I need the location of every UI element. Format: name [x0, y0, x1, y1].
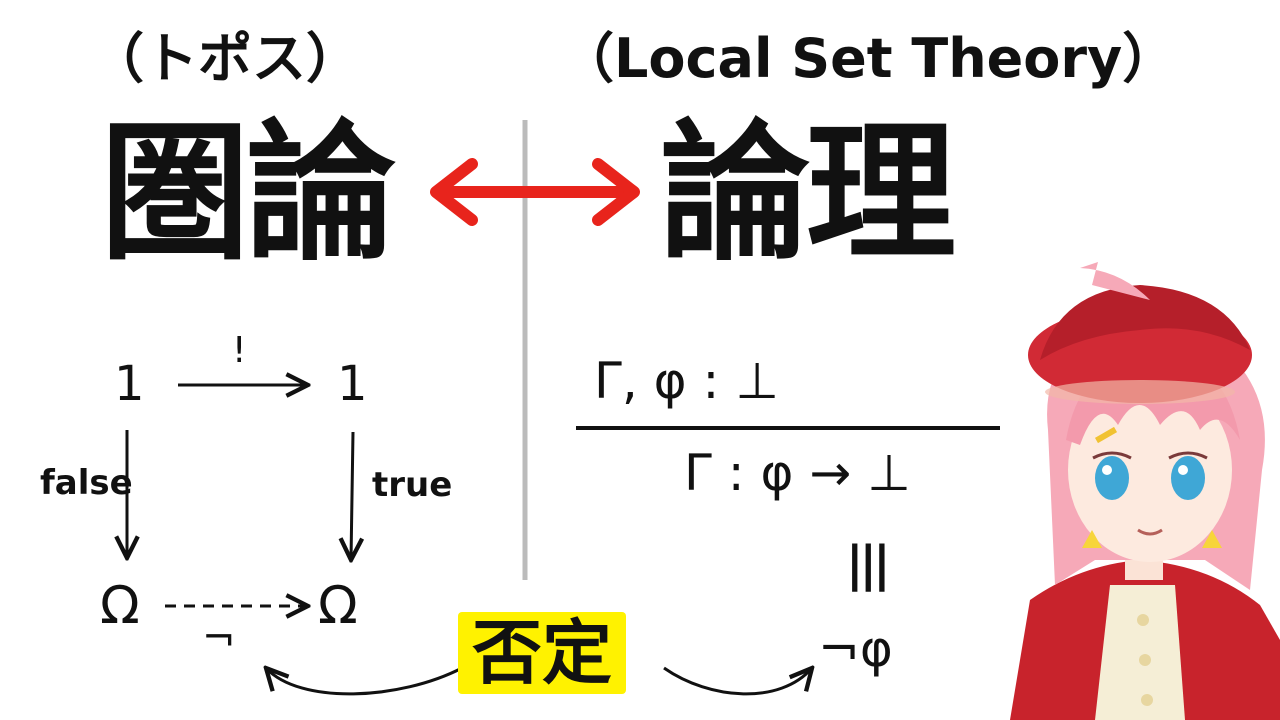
- negation-badge: 否定: [458, 612, 626, 694]
- character-illustration: [1010, 262, 1280, 720]
- bidirectional-red-arrow: [430, 158, 640, 226]
- label-left-arrow: false: [40, 463, 133, 503]
- right-heading: 論理: [660, 105, 956, 281]
- node-top-left: 1: [114, 356, 145, 412]
- rule-conclusion: Γ : φ → ⊥: [684, 444, 911, 502]
- node-bottom-left: Ω: [100, 576, 140, 636]
- label-top-arrow: !: [232, 330, 247, 371]
- curve-arrow-right: [663, 668, 812, 696]
- right-arrow: [351, 431, 353, 560]
- label-right-arrow: true: [372, 465, 453, 505]
- rule-equiv: |||: [846, 536, 891, 592]
- curve-arrow-left: [266, 668, 463, 696]
- rule-result: ¬φ: [818, 620, 893, 678]
- right-subtitle: （Local Set Theory）: [560, 27, 1177, 90]
- left-heading: 圏論: [100, 105, 396, 281]
- node-top-right: 1: [337, 356, 368, 412]
- node-bottom-right: Ω: [318, 576, 358, 636]
- left-subtitle: （トポス）: [90, 27, 360, 90]
- label-bottom-arrow: ¬: [202, 615, 236, 661]
- rule-premise: Γ, φ : ⊥: [594, 352, 779, 410]
